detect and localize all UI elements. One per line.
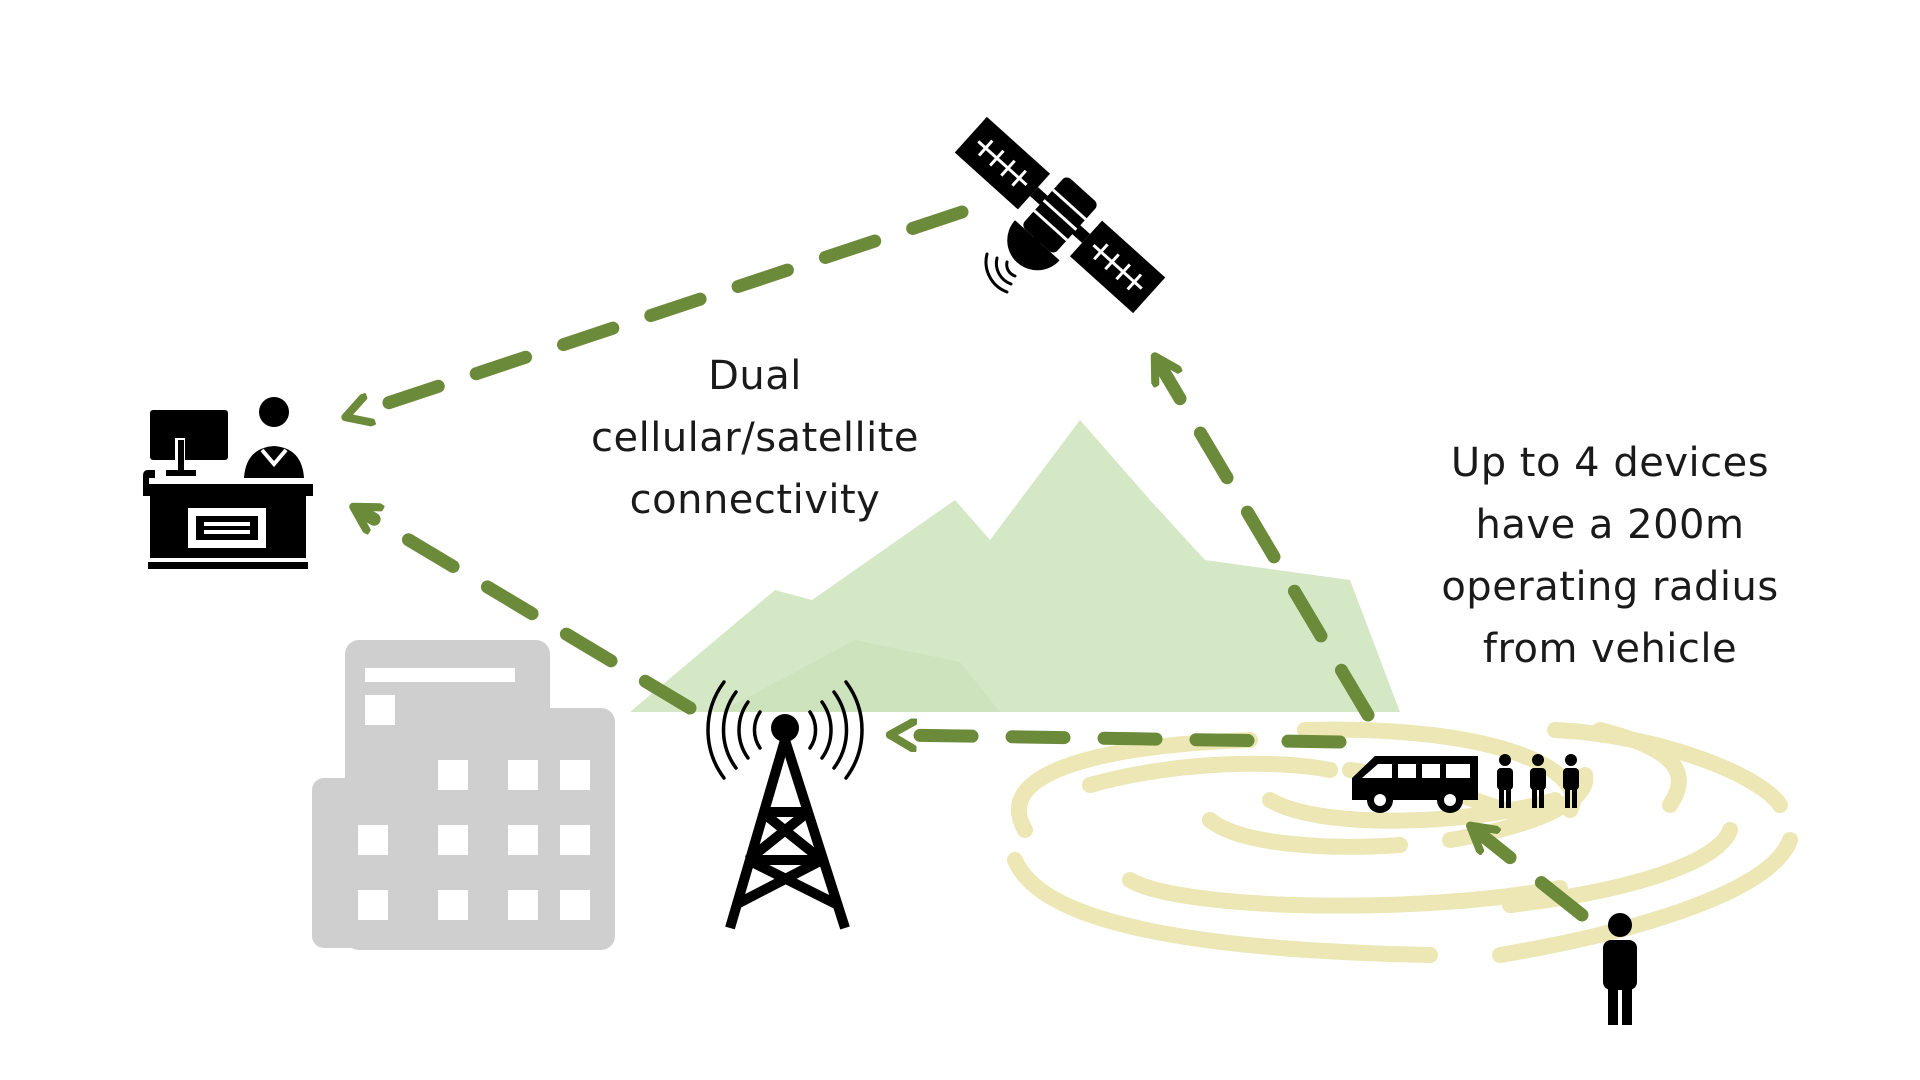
arrow-person-to-vehicle bbox=[1478, 832, 1589, 922]
person-icon bbox=[1603, 913, 1637, 1025]
satellite-signal-icon bbox=[984, 252, 1017, 294]
caption-line: Dual bbox=[708, 353, 802, 399]
cell-tower-icon bbox=[706, 680, 864, 930]
arrow-satellite-to-desk bbox=[355, 205, 969, 414]
mountain-range-icon bbox=[630, 420, 1400, 712]
arrow-tower-to-desk bbox=[362, 512, 697, 715]
caption-line: have a 200m bbox=[1475, 502, 1745, 548]
arrow-vehicle-to-tower bbox=[900, 735, 1347, 742]
city-buildings-icon bbox=[312, 640, 615, 950]
caption-line: cellular/satellite bbox=[590, 415, 919, 461]
satellite-icon bbox=[954, 116, 1166, 314]
caption-line: from vehicle bbox=[1482, 626, 1738, 672]
caption-line: Up to 4 devices bbox=[1450, 440, 1770, 486]
connectivity-caption: Dual cellular/satellite connectivity bbox=[575, 345, 935, 531]
connection-arrows bbox=[355, 205, 1589, 922]
people-group-icon bbox=[1497, 754, 1579, 808]
operating-radius-caption: Up to 4 devices have a 200m operating ra… bbox=[1400, 432, 1820, 680]
caption-line: operating radius bbox=[1441, 564, 1779, 610]
dispatcher-desk-icon bbox=[143, 397, 313, 569]
caption-line: connectivity bbox=[629, 477, 881, 523]
van-icon bbox=[1352, 756, 1478, 813]
arrow-vehicle-to-satellite bbox=[1160, 365, 1375, 722]
